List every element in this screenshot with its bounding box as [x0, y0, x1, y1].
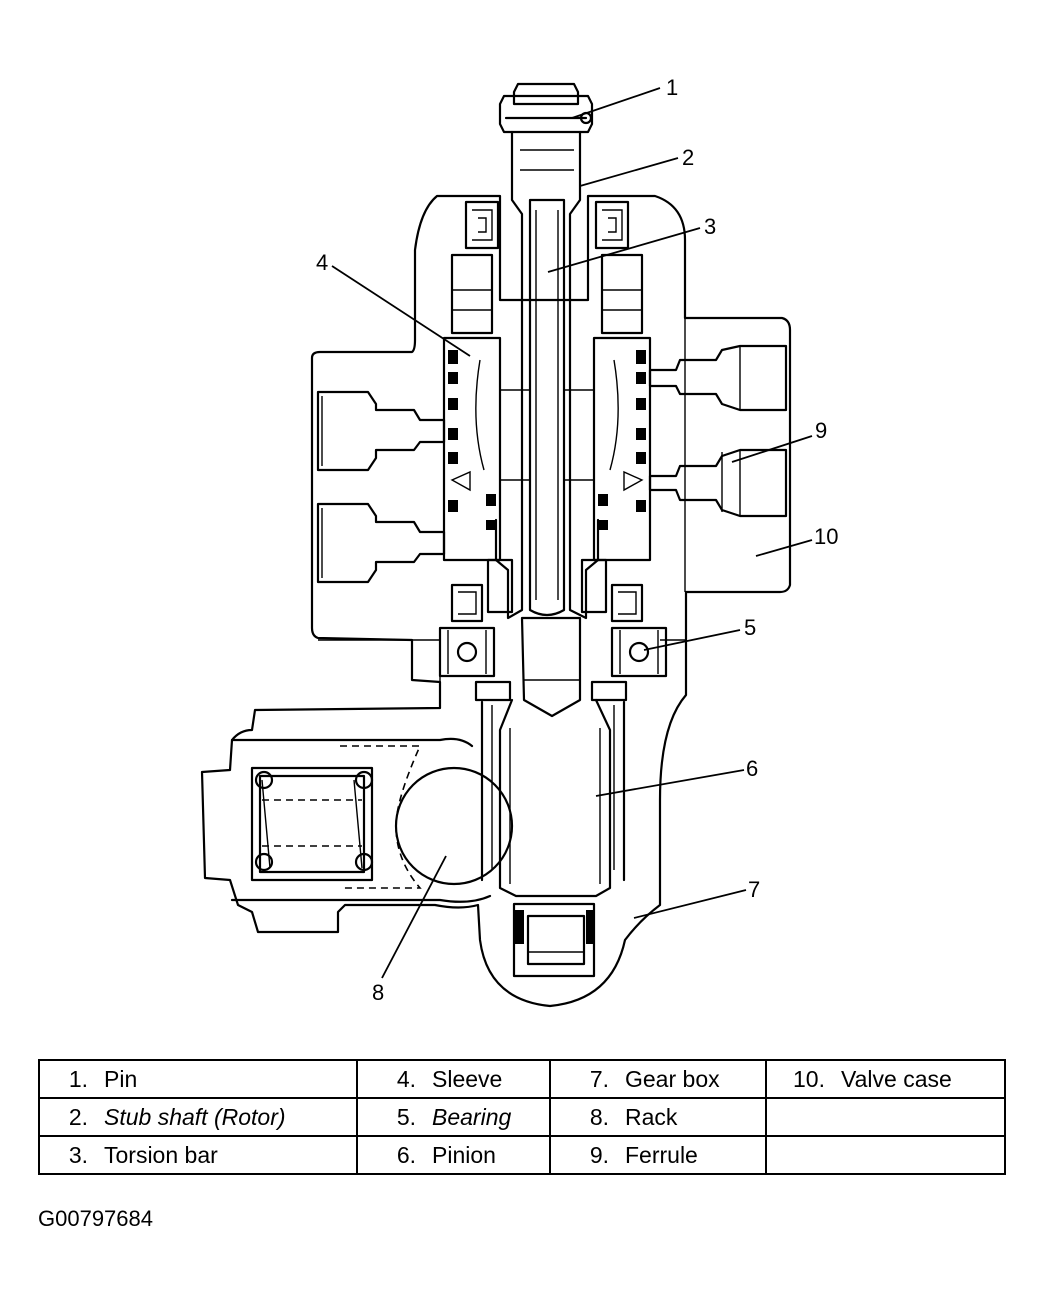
- upper-seals: [464, 200, 630, 250]
- legend-cell-empty: [765, 1097, 1006, 1137]
- leader-lines: [331, 87, 813, 979]
- legend-number: 2.: [68, 1103, 88, 1130]
- callout-1: 1: [666, 75, 678, 100]
- legend-label: Stub shaft (Rotor): [104, 1103, 286, 1130]
- callouts: 1 2 3 4 5 6 7 8 9 10: [316, 75, 838, 1005]
- legend-number: 9.: [589, 1141, 609, 1168]
- callout-2: 2: [682, 145, 694, 170]
- legend-cell: 6. Pinion: [356, 1135, 551, 1175]
- callout-5: 5: [744, 615, 756, 640]
- pin-top-cap: [498, 82, 594, 134]
- legend-row: 3. Torsion bar 6. Pinion 9. Ferrule: [38, 1135, 1006, 1175]
- legend-number: 10.: [793, 1065, 825, 1092]
- upper-bushings: [450, 253, 644, 335]
- legend-number: 3.: [68, 1141, 88, 1168]
- legend-label: Valve case: [841, 1065, 952, 1092]
- legend-cell: 8. Rack: [549, 1097, 767, 1137]
- pinion-shaft-end: [474, 616, 628, 718]
- right-port-fittings: [648, 344, 788, 518]
- legend-number: 5.: [396, 1103, 416, 1130]
- legend-number: 7.: [589, 1065, 609, 1092]
- torsion-bar: [528, 198, 566, 617]
- steering-gear-cross-section-diagram: 1 2 3 4 5 6 7 8 9 10: [200, 75, 838, 1008]
- legend-label: Rack: [625, 1103, 678, 1130]
- legend-number: 4.: [396, 1065, 416, 1092]
- legend-label: Ferrule: [625, 1141, 698, 1168]
- pinion: [480, 698, 626, 898]
- legend-cell: 2. Stub shaft (Rotor): [38, 1097, 358, 1137]
- callout-3: 3: [704, 214, 716, 239]
- callout-4: 4: [316, 250, 328, 275]
- legend-cell: 3. Torsion bar: [38, 1135, 358, 1175]
- legend-cell: 5. Bearing: [356, 1097, 551, 1137]
- legend-row: 2. Stub shaft (Rotor) 5. Bearing 8. Rack: [38, 1097, 1006, 1137]
- legend-label: Sleeve: [432, 1065, 503, 1092]
- lower-seals: [450, 558, 644, 623]
- callout-10: 10: [814, 524, 838, 549]
- rack: [230, 737, 514, 903]
- legend-number: 1.: [68, 1065, 88, 1092]
- stub-shaft: [494, 130, 600, 620]
- legend-cell: 9. Ferrule: [549, 1135, 767, 1175]
- legend-cell: 7. Gear box: [549, 1059, 767, 1099]
- housing-outline: [200, 194, 792, 1008]
- legend-label: Pinion: [432, 1141, 496, 1168]
- bearings: [438, 626, 668, 678]
- legend-cell-empty: [765, 1135, 1006, 1175]
- legend-number: 8.: [589, 1103, 609, 1130]
- figure-identifier: G00797684: [38, 1206, 153, 1231]
- callout-7: 7: [748, 877, 760, 902]
- legend-row: 1. Pin 4. Sleeve 7. Gear box 10. Valve case: [38, 1059, 1006, 1099]
- parts-legend-table: 1.Pin 4.Sleeve 7.Gear box 10.Valve case …: [38, 1059, 1006, 1175]
- callout-8: 8: [372, 980, 384, 1005]
- legend-cell: 1. Pin: [38, 1059, 358, 1099]
- lower-pinion-bearing: [512, 902, 596, 978]
- legend-label: Gear box: [625, 1065, 720, 1092]
- legend-cell: 10. Valve case: [765, 1059, 1006, 1099]
- legend-label: Torsion bar: [104, 1141, 218, 1168]
- legend-number: 6.: [396, 1141, 416, 1168]
- legend-label: Pin: [104, 1065, 138, 1092]
- sleeve: [442, 336, 652, 562]
- callout-9: 9: [815, 418, 827, 443]
- legend-label: Bearing: [432, 1103, 512, 1130]
- callout-6: 6: [746, 756, 758, 781]
- left-port-fittings: [316, 390, 446, 584]
- legend-cell: 4. Sleeve: [356, 1059, 551, 1099]
